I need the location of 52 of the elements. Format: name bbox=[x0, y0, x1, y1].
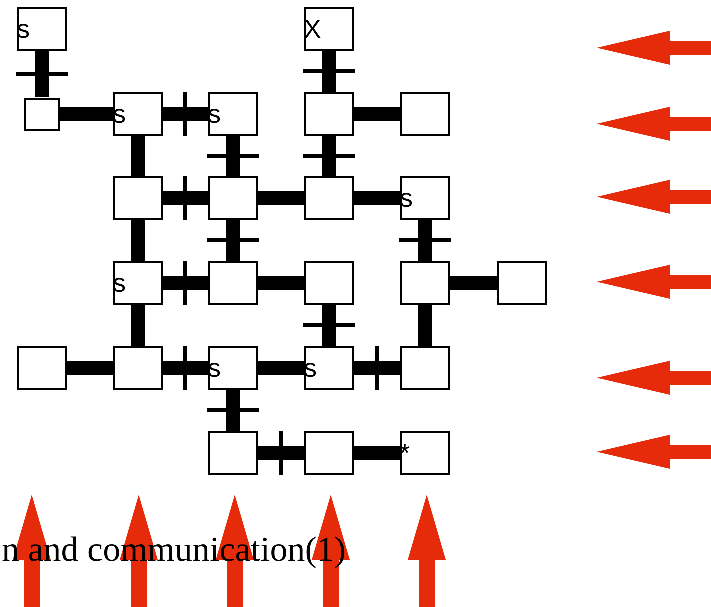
grid-cell-box bbox=[400, 431, 450, 475]
grid-cell-box bbox=[113, 261, 163, 305]
connector bbox=[258, 191, 304, 205]
connector bbox=[258, 446, 304, 460]
grid-cell-box bbox=[113, 346, 163, 390]
connector bbox=[322, 136, 336, 176]
connector bbox=[131, 136, 145, 176]
grid-cell-box bbox=[400, 92, 450, 136]
connector bbox=[258, 361, 304, 375]
grid-cell-box bbox=[208, 176, 258, 220]
connector bbox=[354, 107, 400, 121]
grid-cell-box bbox=[400, 176, 450, 220]
grid-cell-box bbox=[400, 261, 450, 305]
grid-cell-box bbox=[304, 7, 354, 51]
grid-cell-box bbox=[208, 346, 258, 390]
connector bbox=[163, 107, 208, 121]
grid-cell-box bbox=[304, 261, 354, 305]
grid-cell-box bbox=[304, 431, 354, 475]
grid-cell-box bbox=[113, 92, 163, 136]
cell-mark: X bbox=[304, 16, 322, 42]
connector bbox=[418, 305, 432, 346]
grid-cell-box bbox=[208, 431, 258, 475]
connector bbox=[258, 276, 304, 290]
connector bbox=[163, 276, 208, 290]
connector bbox=[354, 446, 400, 460]
connector bbox=[354, 191, 400, 205]
connector bbox=[418, 220, 432, 261]
connector bbox=[35, 51, 49, 98]
grid-cell-box bbox=[17, 7, 67, 51]
grid-cell-box bbox=[400, 346, 450, 390]
grid-cell-box bbox=[304, 346, 354, 390]
connector bbox=[354, 361, 400, 375]
connector bbox=[67, 361, 113, 375]
grid-cell-box bbox=[17, 346, 67, 390]
connector bbox=[131, 220, 145, 261]
grid-cell-box bbox=[497, 261, 547, 305]
connector bbox=[226, 136, 240, 176]
connector bbox=[450, 276, 497, 290]
connector bbox=[163, 191, 208, 205]
connector bbox=[60, 107, 113, 121]
grid-cell-box bbox=[208, 261, 258, 305]
grid-cell-box bbox=[113, 176, 163, 220]
connector bbox=[131, 305, 145, 346]
connector bbox=[226, 220, 240, 261]
grid-cell-box bbox=[304, 176, 354, 220]
connector bbox=[163, 361, 208, 375]
grid-cell-box bbox=[304, 92, 354, 136]
connector bbox=[322, 51, 336, 92]
connector bbox=[322, 305, 336, 346]
connector bbox=[226, 390, 240, 431]
grid-cell-box bbox=[24, 98, 60, 130]
grid-cell-box bbox=[208, 92, 258, 136]
